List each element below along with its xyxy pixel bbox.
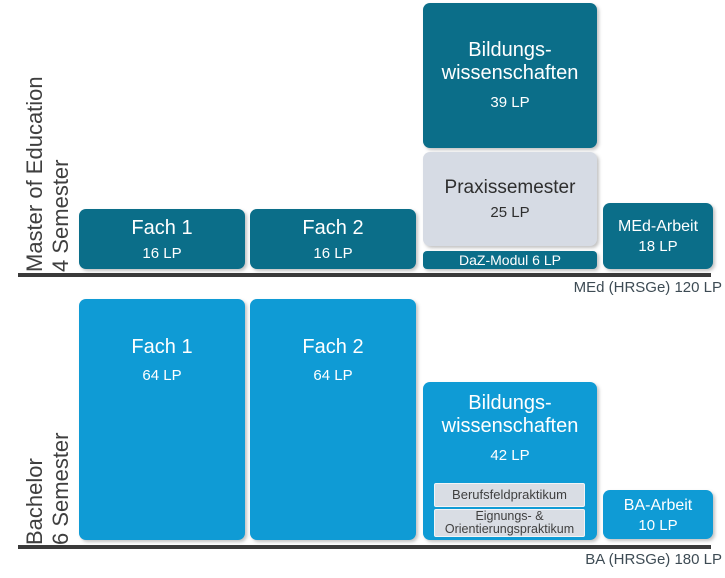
master-section-label: Master of Education 4 Semester xyxy=(22,47,74,272)
bachelor-fach1-box: Fach 1 64 LP xyxy=(79,299,245,540)
bachelor-section-label: Bachelor 6 Semester xyxy=(22,320,74,546)
master-bildung-title-line2: wissenschaften xyxy=(441,62,579,84)
master-arbeit-box: MEd-Arbeit 18 LP xyxy=(603,203,713,269)
bachelor-section-label-line1: Bachelor xyxy=(22,458,47,545)
master-praxissemester-box: Praxissemester 25 LP xyxy=(423,152,597,246)
master-section-label-line2: 4 Semester xyxy=(48,159,73,273)
bachelor-bildung-title-line2: wissenschaften xyxy=(441,415,579,437)
bachelor-berufsfeldpraktikum-box: Berufsfeldpraktikum xyxy=(434,483,585,507)
master-bildung-credits: 39 LP xyxy=(490,94,530,111)
master-fach2-box: Fach 2 16 LP xyxy=(250,209,416,269)
master-arbeit-credits: 18 LP xyxy=(638,238,678,255)
master-daz-modul-box: DaZ-Modul 6 LP xyxy=(423,251,597,269)
bachelor-arbeit-title: BA-Arbeit xyxy=(623,496,693,514)
master-baseline xyxy=(18,273,711,277)
master-fach1-box: Fach 1 16 LP xyxy=(79,209,245,269)
bachelor-berufsfeldpraktikum-label: Berufsfeldpraktikum xyxy=(452,487,567,502)
bachelor-fach1-title: Fach 1 xyxy=(131,336,193,358)
master-fach1-credits: 16 LP xyxy=(142,244,182,262)
bachelor-bildung-credits: 42 LP xyxy=(490,447,530,464)
master-praxissemester-credits: 25 LP xyxy=(490,204,530,221)
master-section-label-line1: Master of Education xyxy=(22,76,47,272)
master-arbeit-title: MEd-Arbeit xyxy=(617,218,699,235)
bachelor-section-label-line2: 6 Semester xyxy=(48,432,73,546)
bachelor-orientierungspraktikum-box: Eignungs- & Orientierungspraktikum xyxy=(434,509,585,537)
master-praxissemester-title: Praxissemester xyxy=(444,177,576,198)
bachelor-fach1-credits: 64 LP xyxy=(142,367,182,384)
bachelor-arbeit-credits: 10 LP xyxy=(638,516,678,534)
master-fach2-credits: 16 LP xyxy=(313,244,353,262)
bachelor-bildungswissenschaften-box: Bildungs- wissenschaften 42 LP Berufsfel… xyxy=(423,382,597,540)
bachelor-fach2-credits: 64 LP xyxy=(313,367,353,384)
bachelor-orientierungspraktikum-line1: Eignungs- & xyxy=(475,509,544,523)
bachelor-baseline xyxy=(18,545,711,549)
bachelor-arbeit-box: BA-Arbeit 10 LP xyxy=(603,490,713,539)
bachelor-fach2-title: Fach 2 xyxy=(302,336,364,358)
master-fach2-title: Fach 2 xyxy=(302,216,364,239)
bachelor-total-label: BA (HRSGe) 180 LP xyxy=(585,551,722,568)
bachelor-bildung-title-line1: Bildungs- xyxy=(468,392,552,414)
master-bildung-title-line1: Bildungs- xyxy=(468,39,552,61)
bachelor-orientierungspraktikum-line2: Orientierungspraktikum xyxy=(444,522,575,536)
master-daz-modul-label: DaZ-Modul 6 LP xyxy=(459,252,561,268)
master-bildungswissenschaften-box: Bildungs- wissenschaften 39 LP xyxy=(423,3,597,148)
master-fach1-title: Fach 1 xyxy=(131,216,193,239)
bachelor-fach2-box: Fach 2 64 LP xyxy=(250,299,416,540)
master-total-label: MEd (HRSGe) 120 LP xyxy=(573,279,722,296)
